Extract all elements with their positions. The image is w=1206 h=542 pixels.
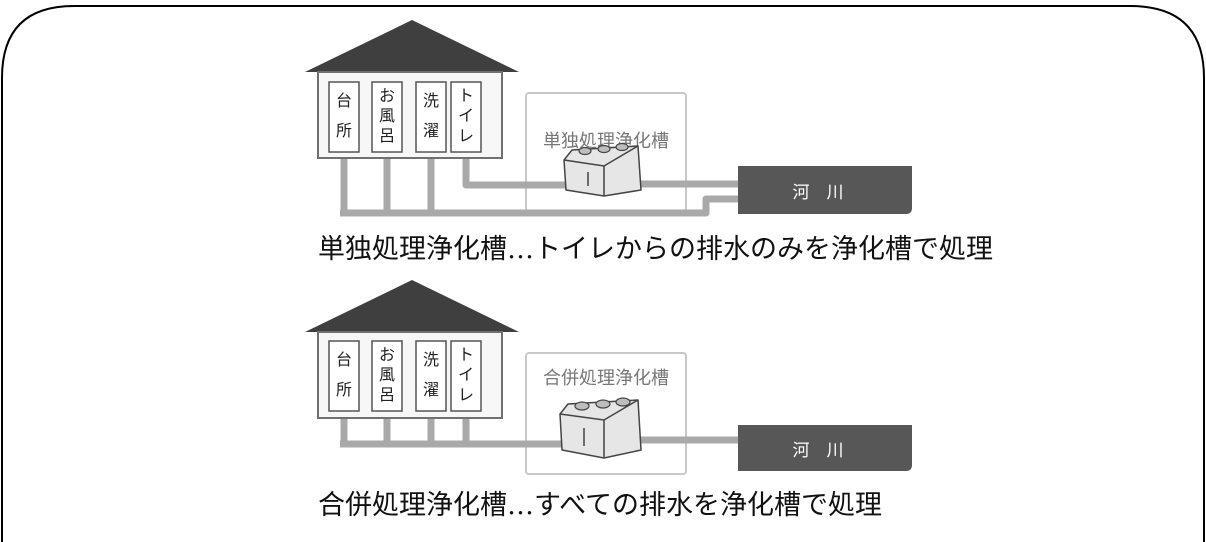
room-bath-char-2: 風 [379, 365, 395, 384]
septic-tank-icon [563, 142, 642, 197]
bypass-pipe [340, 195, 742, 217]
house-roof [305, 20, 519, 72]
combined-house: 台 所 お 風 呂 洗 濯 ト イ レ [305, 280, 519, 419]
room-bath-char-3: 呂 [379, 385, 395, 404]
room-bath [371, 340, 403, 412]
room-kitchen [328, 340, 360, 412]
room-toilet-char-3: レ [458, 385, 474, 404]
room-toilet-char-1: ト [458, 345, 474, 364]
combined-river [738, 425, 912, 471]
room-bath-char-2: 風 [379, 106, 395, 125]
room-bath-char-1: お [379, 86, 395, 105]
room-toilet-char-2: イ [458, 106, 474, 125]
room-toilet [450, 340, 482, 412]
individual-system-diagram: 単独処理浄化槽 台 所 お 風 呂 洗 [305, 20, 912, 217]
toilet-drain-pipe [462, 158, 600, 189]
individual-house: 台 所 お 風 呂 洗 濯 ト イ レ [305, 20, 519, 159]
combined-pipes [340, 418, 742, 448]
room-bath-char-1: お [379, 345, 395, 364]
room-laundry-char-2: 濯 [423, 121, 439, 140]
room-kitchen [328, 81, 360, 153]
room-kitchen-char-1: 台 [336, 91, 352, 110]
individual-river-label: 河 川 [793, 183, 844, 203]
rounded-frame [1, 5, 1205, 542]
room-laundry [415, 81, 447, 153]
combined-tank-box [525, 352, 687, 475]
room-toilet-char-1: ト [458, 86, 474, 105]
room-laundry [415, 340, 447, 412]
room-kitchen-char-2: 所 [336, 380, 352, 399]
individual-pipes [340, 158, 742, 217]
room-toilet-char-2: イ [458, 365, 474, 384]
room-kitchen-char-1: 台 [336, 350, 352, 369]
combined-tank-label: 合併処理浄化槽 [543, 368, 669, 389]
room-toilet-char-3: レ [458, 126, 474, 145]
individual-system-caption: 単独処理浄化槽…トイレからの排水のみを浄化槽で処理 [318, 234, 993, 265]
room-laundry-char-1: 洗 [423, 91, 439, 110]
individual-river [738, 166, 912, 214]
room-laundry-char-1: 洗 [423, 350, 439, 369]
combined-system-diagram: 合併処理浄化槽 台 所 お 風 呂 洗 濯 ト [305, 280, 912, 475]
septic-tank-icon [559, 397, 642, 459]
combined-river-label: 河 川 [793, 441, 844, 461]
room-kitchen-char-2: 所 [336, 121, 352, 140]
room-toilet [450, 81, 482, 153]
room-bath-char-3: 呂 [379, 126, 395, 145]
house-roof [305, 280, 519, 332]
room-laundry-char-2: 濯 [423, 380, 439, 399]
room-bath [371, 81, 403, 153]
combined-system-caption: 合併処理浄化槽…すべての排水を浄化槽で処理 [318, 490, 883, 521]
